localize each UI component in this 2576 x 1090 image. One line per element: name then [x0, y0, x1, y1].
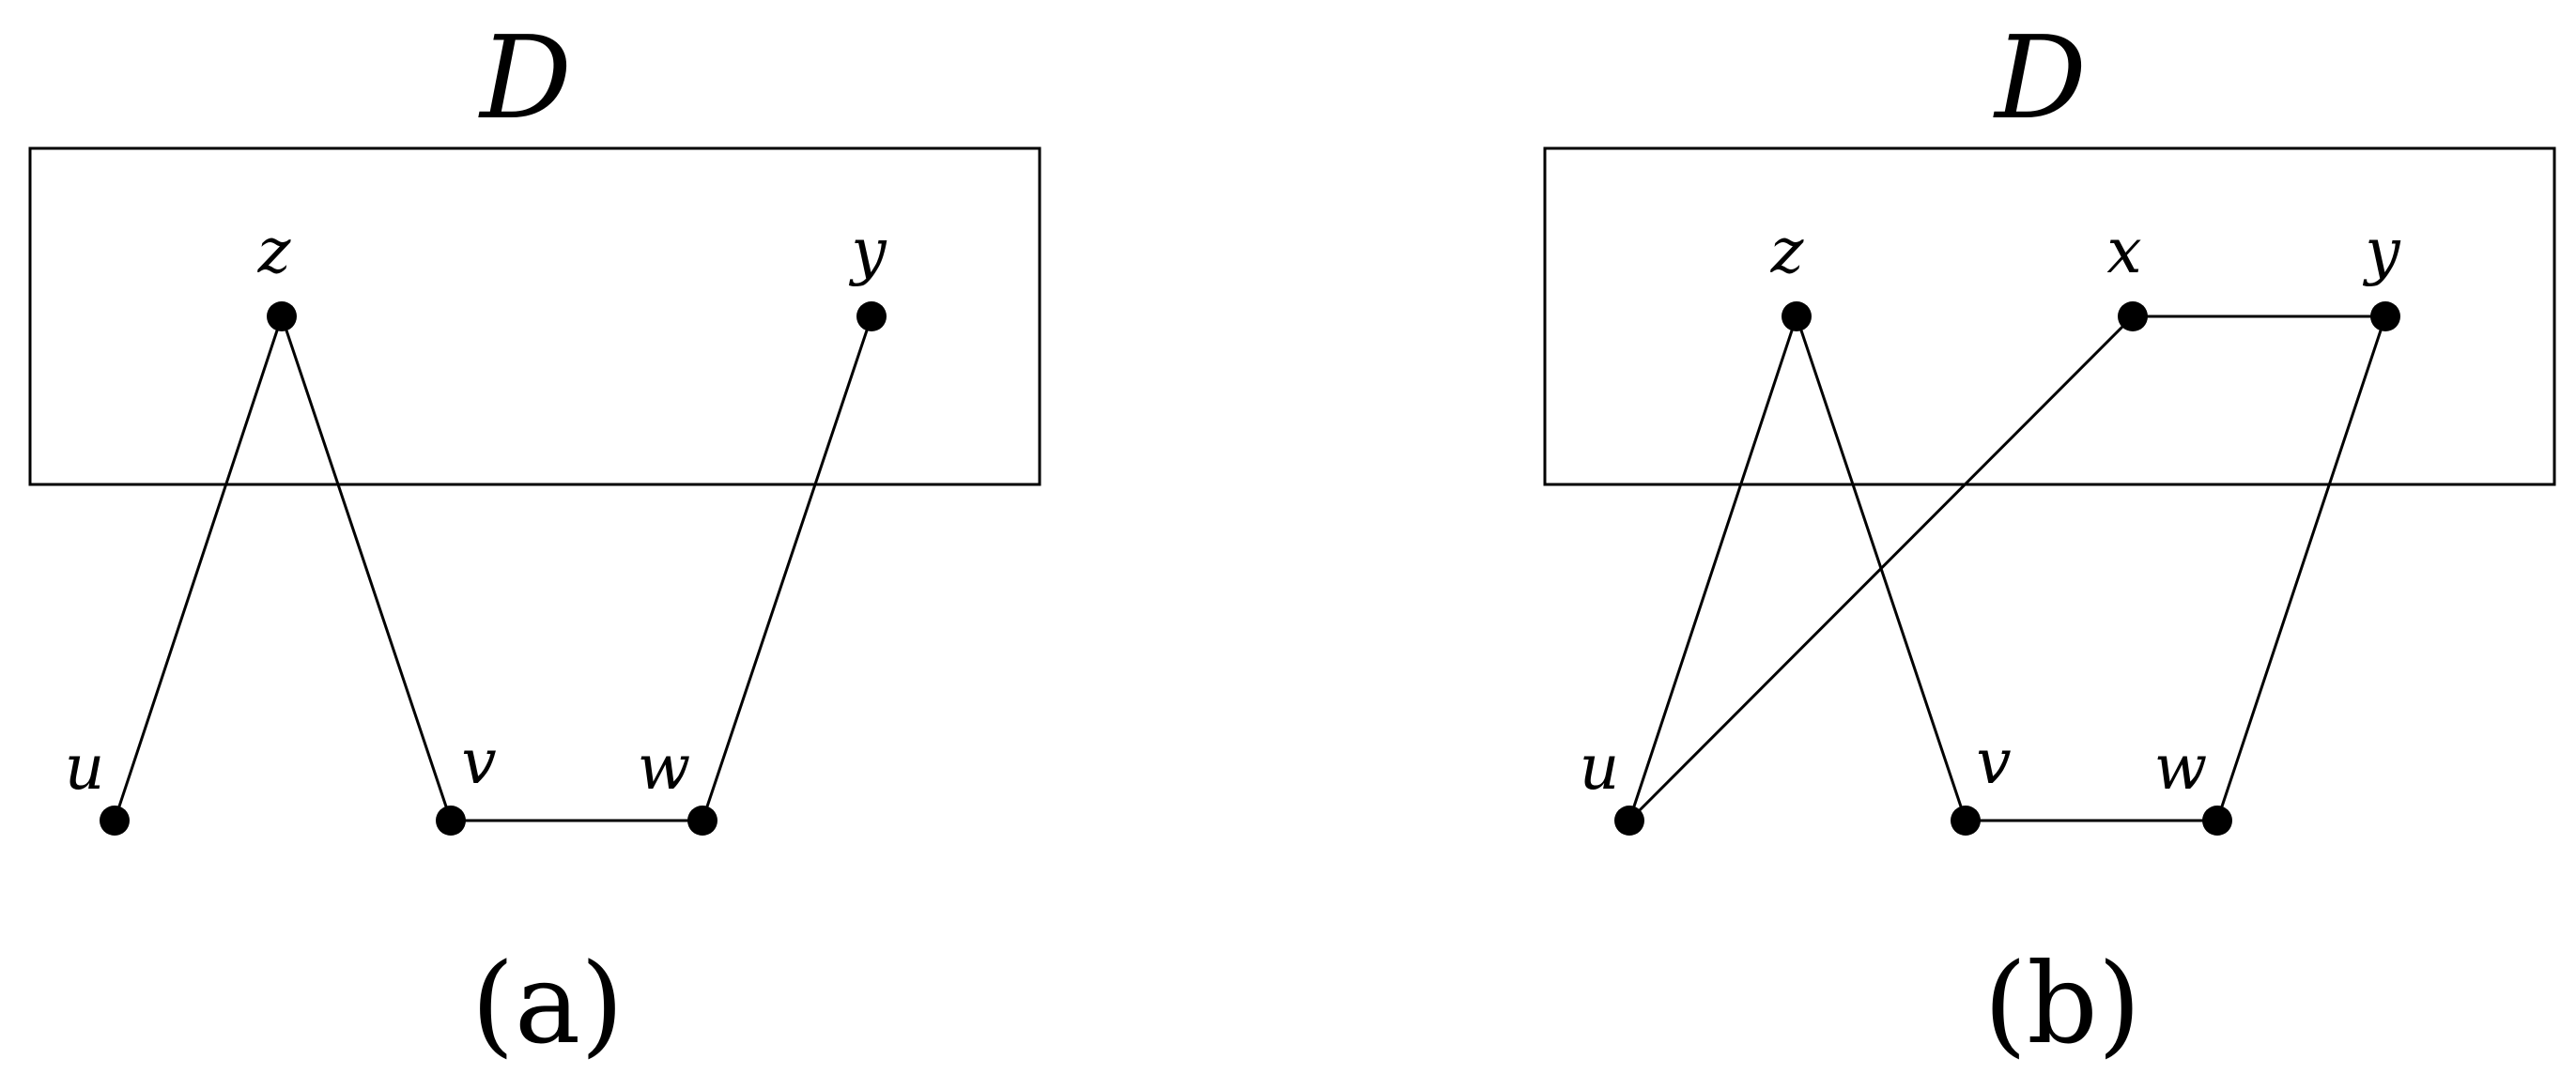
edge-w-y: [701, 315, 873, 821]
vertex-label-v: v: [461, 726, 496, 798]
edge-z-v: [280, 315, 453, 821]
vertex-label-w: w: [638, 731, 691, 804]
edge-z-u: [1627, 315, 1798, 821]
edge-u-x: [1627, 315, 2135, 822]
region-box-b: [1543, 146, 2556, 486]
vertex-label-u: u: [65, 731, 105, 804]
vertex-y: [856, 301, 887, 331]
vertex-label-y: y: [848, 215, 887, 287]
vertex-z: [1782, 301, 1812, 331]
vertex-label-v: v: [1976, 726, 2011, 798]
vertex-label-y: y: [2362, 215, 2400, 287]
vertex-u: [100, 806, 130, 836]
vertex-v: [1951, 806, 1981, 836]
edge-z-u: [113, 315, 284, 821]
vertex-w: [687, 806, 717, 836]
vertex-u: [1614, 806, 1644, 836]
region-box-a: [28, 146, 1041, 486]
vertex-z: [267, 301, 297, 331]
vertex-label-u: u: [1580, 731, 1620, 804]
edge-w-y: [2215, 315, 2387, 821]
caption-b: (b): [1983, 939, 2141, 1068]
vertex-label-w: w: [2154, 731, 2208, 804]
region-label-a: D: [478, 11, 572, 145]
vertex-label-z: z: [1770, 215, 1805, 287]
vertex-w: [2202, 806, 2232, 836]
figure-b: D z x y u v w (b): [1543, 11, 2556, 1068]
figure-a: D z y u v w (a): [28, 11, 1041, 1068]
caption-a: (a): [471, 939, 624, 1068]
vertex-label-z: z: [257, 215, 292, 287]
vertex-v: [436, 806, 466, 836]
vertex-y: [2370, 301, 2400, 331]
vertex-label-x: x: [2106, 215, 2141, 287]
vertex-x: [2118, 301, 2148, 331]
region-label-b: D: [1993, 11, 2087, 145]
